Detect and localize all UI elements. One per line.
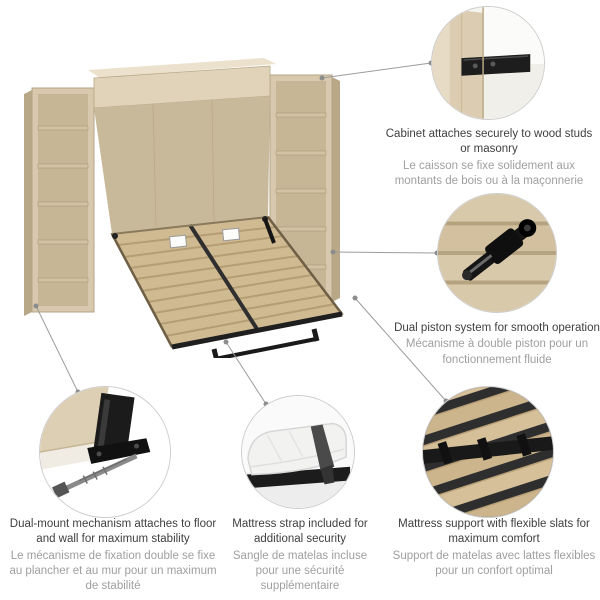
connector-line [225,341,267,405]
bed-leg [211,348,219,358]
left-tower-side [24,90,32,316]
callout-title: Mattress support with flexible slats for… [398,518,590,546]
connector-line [35,305,79,393]
connector-line [332,251,438,254]
strap-tab [221,227,241,242]
callout-text-piston: Dual piston system for smooth operation … [388,321,600,368]
callout-title: Mattress strap included for additional s… [232,518,368,546]
piston-detail-icon [438,194,556,312]
callout-text-cabinet: Cabinet attaches securely to wood studs … [380,127,598,189]
cabinet-detail-icon [432,7,544,119]
callout-circle-cabinet [431,6,545,120]
murphy-bed-illustration [24,58,344,358]
strap-detail-icon [242,396,354,508]
callout-circle-dual-mount [39,386,171,518]
callout-circle-strap [241,395,355,509]
bridge-front [93,65,271,109]
bed-center-rail [188,223,259,331]
callout-text-dual-mount: Dual-mount mechanism attaches to floor a… [6,517,220,594]
callout-subtitle: Le caisson se fixe solidement aux montan… [394,159,584,187]
strap-tab [168,234,188,249]
callout-subtitle: Sangle de matelas incluse pour une sécur… [232,549,368,593]
slats-detail-icon [423,387,553,517]
bed-front-rail [171,311,343,350]
callout-circle-slats [422,386,554,518]
bridge-top [88,58,276,78]
dual-mount-detail-icon [40,387,170,517]
callout-subtitle: Support de matelas avec lattes flexibles… [392,549,596,577]
callout-circle-piston [437,193,557,313]
connector-line [321,62,432,79]
callout-title: Dual-mount mechanism attaches to floor a… [9,518,217,546]
callout-title: Dual piston system for smooth operation [394,322,600,334]
callout-text-slats: Mattress support with flexible slats for… [390,517,598,579]
callout-title: Cabinet attaches securely to wood studs … [385,128,593,156]
bed-leg [311,328,320,342]
left-tower [31,87,95,313]
callout-text-strap: Mattress strap included for additional s… [220,517,380,594]
cabinet-back-panel [94,96,270,234]
callout-subtitle: Mécanisme à double piston pour un foncti… [405,338,589,366]
piston-on-bed [263,218,276,244]
bed-deck [112,217,342,347]
callout-subtitle: Le mécanisme de fixation double se fixe … [9,549,217,593]
right-tower-side [332,77,340,302]
right-tower [269,74,333,300]
